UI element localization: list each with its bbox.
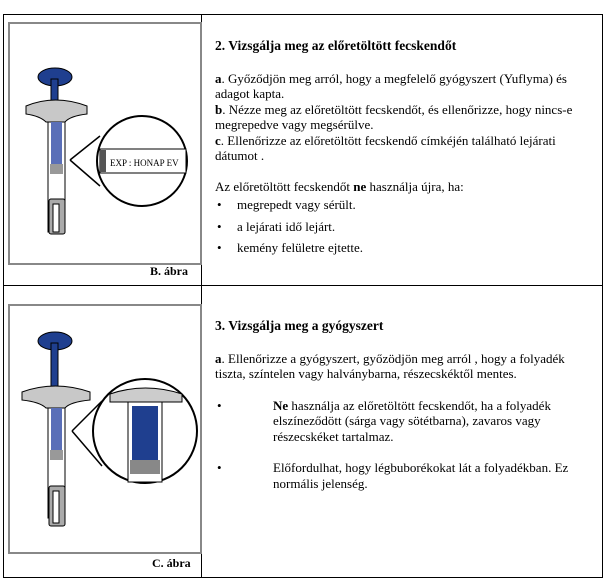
reuse-conditions-list: megrepedt vagy sérült. a lejárati idő le…	[215, 197, 595, 256]
expiry-label-text: EXP : HONAP EV	[110, 158, 179, 168]
step-c: c. Ellenőrizze az előretöltött fecskendő…	[215, 132, 556, 164]
reuse-warning: Az előretöltött fecskendőt ne használja …	[215, 178, 464, 194]
instruction-table	[3, 14, 603, 578]
section-c-text: 3. Vizsgálja meg a gyógyszert a. Ellenőr…	[215, 318, 595, 507]
step-a: a. Ellenőrizze a gyógyszert, győzödjön m…	[215, 350, 565, 382]
figure-c	[8, 304, 202, 554]
row-divider	[3, 285, 603, 286]
liquid-check-list: Ne használja az előretöltött fecskendőt,…	[215, 398, 595, 492]
section-b-text: 2. Vizsgálja meg az előretöltött fecsken…	[215, 38, 595, 262]
figure-b-caption: B. ábra	[150, 264, 189, 278]
syringe-liquid-illustration	[21, 331, 198, 527]
step-a: a. Győződjön meg arról, hogy a megfelelő…	[215, 70, 567, 102]
column-divider	[201, 14, 202, 578]
step-b: b. Nézze meg az előretöltött fecskendőt,…	[215, 101, 573, 133]
syringe-label-illustration: EXP : HONAP EV	[25, 67, 188, 235]
list-item: kemény felületre ejtette.	[215, 240, 595, 256]
list-item: megrepedt vagy sérült.	[215, 197, 595, 213]
figure-b: EXP : HONAP EV	[8, 22, 202, 265]
figure-c-caption: C. ábra	[152, 556, 191, 570]
list-item: Előfordulhat, hogy légbuborékokat lát a …	[215, 460, 595, 491]
section-b-heading: 2. Vizsgálja meg az előretöltött fecsken…	[215, 38, 457, 53]
list-item: Ne használja az előretöltött fecskendőt,…	[215, 398, 595, 445]
list-item: a lejárati idő lejárt.	[215, 219, 595, 235]
section-c-heading: 3. Vizsgálja meg a gyógyszert	[215, 318, 384, 333]
